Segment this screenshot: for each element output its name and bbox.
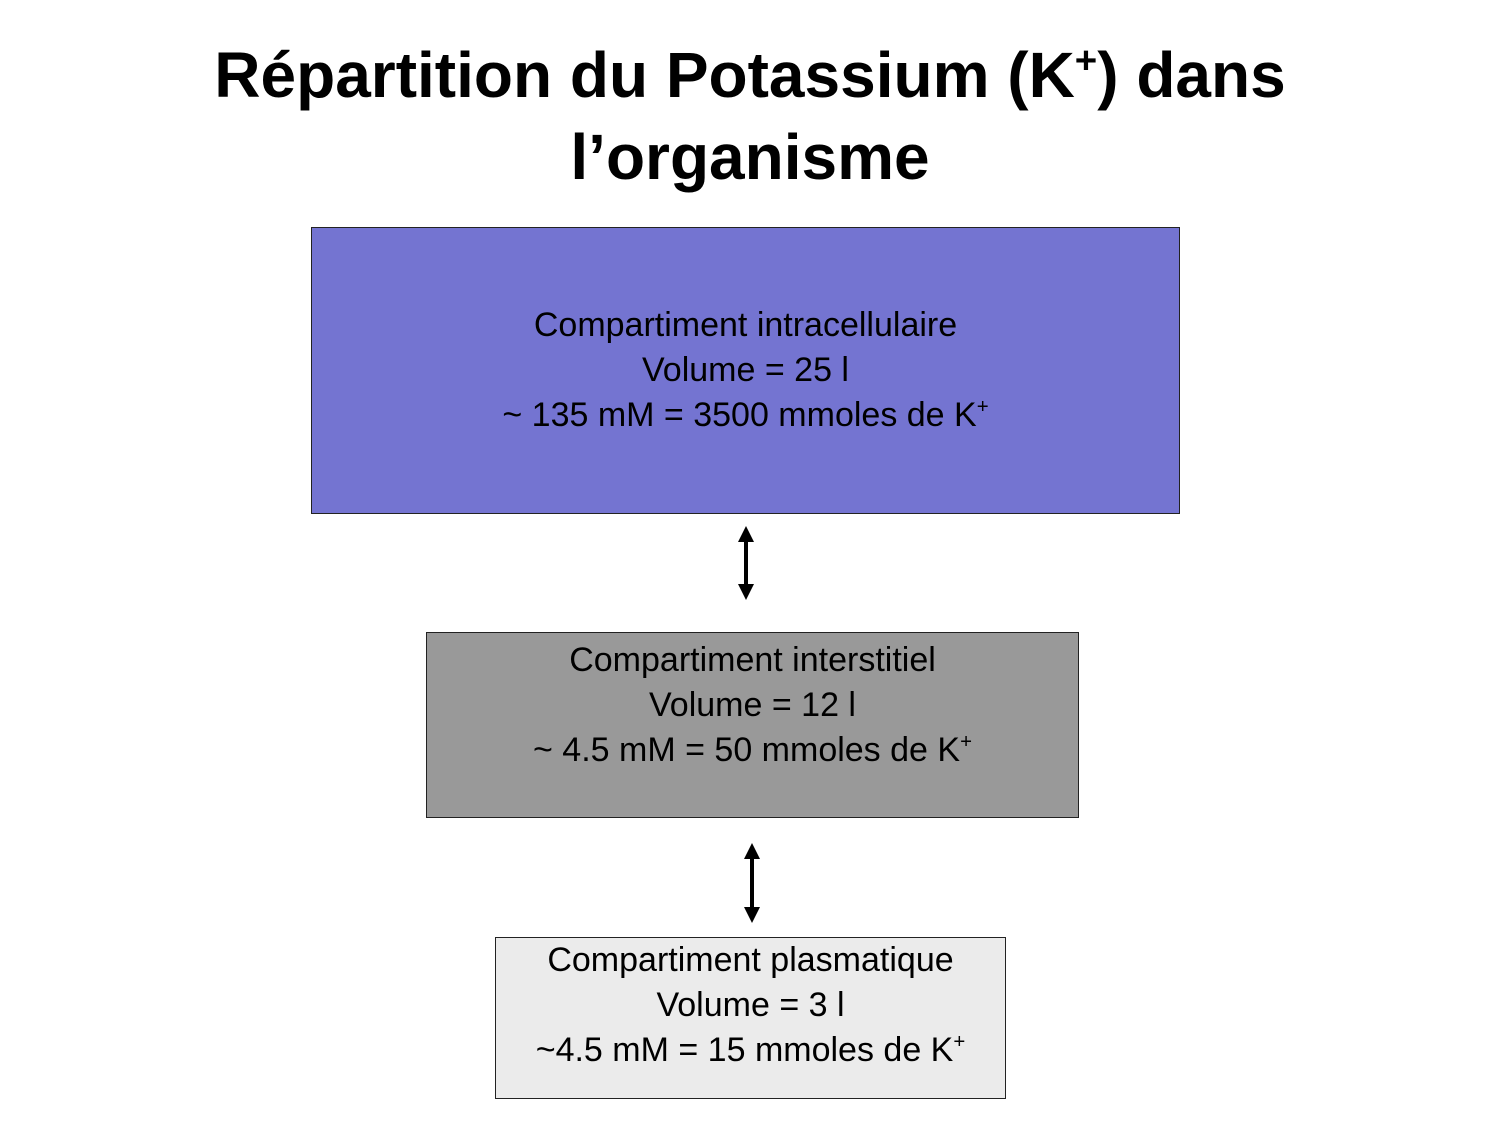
double-arrow-vertical-icon [744, 843, 760, 923]
concentration-text: ~4.5 mM = 15 mmoles de K [535, 1031, 954, 1069]
title-text-end: ) dans [1097, 39, 1286, 111]
ion-charge: + [953, 1030, 966, 1053]
compartment-volume: Volume = 12 l [649, 686, 856, 724]
compartment-concentration: ~ 4.5 mM = 50 mmoles de K+ [533, 728, 972, 773]
compartment-volume: Volume = 3 l [656, 986, 845, 1024]
interstitial-compartment-box: Compartiment interstitiel Volume = 12 l … [426, 632, 1079, 818]
title-superscript: + [1074, 38, 1098, 82]
compartment-volume: Volume = 25 l [642, 351, 849, 389]
title-text: Répartition du Potassium (K [214, 39, 1075, 111]
double-arrow-vertical-icon [738, 526, 754, 600]
ion-charge: + [960, 730, 972, 753]
compartment-concentration: ~4.5 mM = 15 mmoles de K+ [536, 1028, 966, 1073]
compartment-name: Compartiment plasmatique [547, 941, 954, 979]
page-title: Répartition du Potassium (K+) dans l’org… [0, 34, 1500, 198]
ion-charge: + [976, 395, 989, 418]
concentration-text: ~ 4.5 mM = 50 mmoles de K [533, 731, 961, 769]
intracellular-compartment-box: Compartiment intracellulaire Volume = 25… [311, 227, 1180, 514]
compartment-concentration: ~ 135 mM = 3500 mmoles de K+ [502, 393, 988, 438]
title-line-2: l’organisme [570, 121, 930, 193]
concentration-text: ~ 135 mM = 3500 mmoles de K [502, 396, 977, 434]
compartment-name: Compartiment intracellulaire [533, 306, 958, 344]
title-line-1: Répartition du Potassium (K+) dans [0, 34, 1500, 116]
plasma-compartment-box: Compartiment plasmatique Volume = 3 l ~4… [495, 937, 1006, 1099]
compartment-name: Compartiment interstitiel [569, 641, 936, 679]
